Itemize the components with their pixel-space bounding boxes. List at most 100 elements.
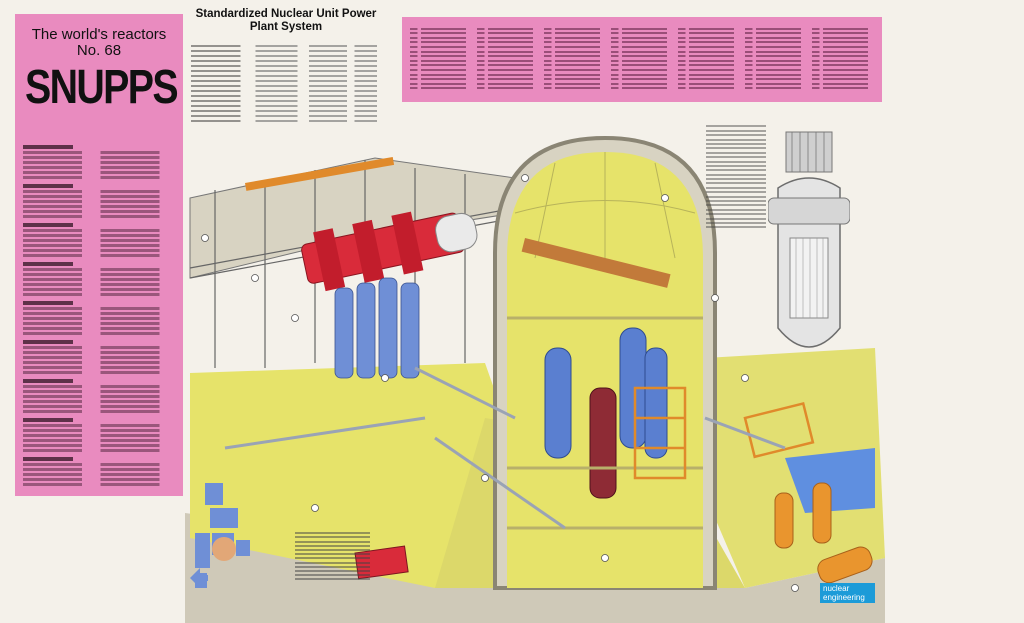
legend-entry [410, 32, 472, 35]
fine-print-line [706, 147, 766, 150]
fine-print-line [23, 385, 178, 388]
fine-print-line [191, 75, 381, 77]
legend-entry [812, 68, 874, 71]
fine-print-line [23, 400, 178, 403]
fine-print-line [706, 208, 766, 211]
legend-entry [745, 73, 807, 76]
fine-print-line [23, 161, 178, 164]
condenser-pipes [334, 277, 420, 379]
legend-entry [745, 32, 807, 35]
legend-entry [410, 68, 472, 71]
fine-print-line [706, 129, 766, 132]
orange-tanks [774, 482, 832, 549]
fine-print-line [191, 90, 381, 92]
owner-operator-table [191, 42, 381, 125]
piping-network [224, 366, 786, 530]
legend-entry [410, 41, 472, 44]
legend-entry [544, 41, 606, 44]
legend-entry [477, 68, 539, 71]
legend-entry [745, 36, 807, 39]
legend-entry [812, 55, 874, 58]
legend-entry [477, 41, 539, 44]
fine-print-line [706, 156, 766, 159]
legend-entry [745, 45, 807, 48]
fine-print-line [23, 371, 178, 374]
fine-print-line [23, 351, 178, 354]
fine-print-line [23, 449, 178, 452]
legend-entry [611, 41, 673, 44]
logo-line-2: engineering [823, 593, 865, 602]
reactor-name: SNUPPS [25, 61, 179, 114]
legend-entry [678, 78, 740, 81]
fine-print-line [706, 160, 766, 163]
fine-print-line [23, 234, 178, 237]
legend-entry [544, 64, 606, 67]
legend-entry [611, 73, 673, 76]
fine-print-line [295, 544, 370, 547]
fine-print-line [23, 356, 178, 359]
legend-entry [812, 59, 874, 62]
legend-entry [544, 78, 606, 81]
fine-print-line [23, 205, 178, 208]
fine-print-line [191, 65, 381, 67]
legend-entry [611, 32, 673, 35]
fine-print-line [23, 190, 178, 193]
fine-print-line [23, 379, 73, 383]
legend-entry [410, 59, 472, 62]
legend-entry [745, 87, 807, 90]
legend-entry [544, 68, 606, 71]
fine-print-line [23, 395, 178, 398]
legend-entry [611, 36, 673, 39]
fine-print-line [23, 145, 73, 149]
legend-entry [745, 55, 807, 58]
legend-entry [745, 27, 807, 30]
turbine-building-floor [190, 363, 515, 588]
legend-entry [477, 78, 539, 81]
fine-print-line [295, 548, 370, 551]
fine-print-line [23, 273, 178, 276]
fine-print-line [295, 565, 370, 568]
legend-entry [611, 55, 673, 58]
fine-print-line [191, 120, 381, 122]
fine-print-line [706, 182, 766, 185]
legend-entry [544, 55, 606, 58]
fine-print-line [706, 200, 766, 203]
legend-entry [477, 27, 539, 30]
legend-entry [544, 87, 606, 90]
fine-print-line [706, 142, 766, 145]
fine-print-line [23, 410, 178, 413]
fine-print-line [191, 50, 381, 52]
legend-entry [812, 78, 874, 81]
legend-entry [611, 87, 673, 90]
fine-print-line [23, 457, 73, 461]
legend-entry [678, 27, 740, 30]
reactor-vessel-diagram [768, 131, 850, 348]
fine-print-line [23, 171, 178, 174]
legend-entry [544, 73, 606, 76]
legend-entry [544, 50, 606, 53]
legend-entry [477, 87, 539, 90]
fine-print-line [191, 95, 381, 97]
reactor-vessel [589, 387, 617, 499]
fine-print-line [23, 307, 178, 310]
fine-print-line [23, 327, 178, 330]
legend-entry [678, 41, 740, 44]
orange-framework [633, 386, 815, 480]
legend-column [544, 25, 606, 92]
legend-entry [678, 45, 740, 48]
fine-print-line [23, 418, 73, 422]
legend-entry [812, 27, 874, 30]
fine-print-line [23, 483, 178, 486]
legend-entry [410, 82, 472, 85]
fine-print-line [23, 229, 178, 232]
fine-print-line [23, 473, 178, 476]
logo-line-1: nuclear [823, 584, 850, 593]
numbered-key-legend [402, 17, 882, 102]
legend-entry [477, 50, 539, 53]
fine-print-line [191, 100, 381, 102]
legend-entry [812, 45, 874, 48]
series-title: The world's reactors [31, 26, 167, 43]
legend-entry [477, 45, 539, 48]
fine-print-line [23, 283, 178, 286]
fine-print-line [295, 532, 370, 535]
